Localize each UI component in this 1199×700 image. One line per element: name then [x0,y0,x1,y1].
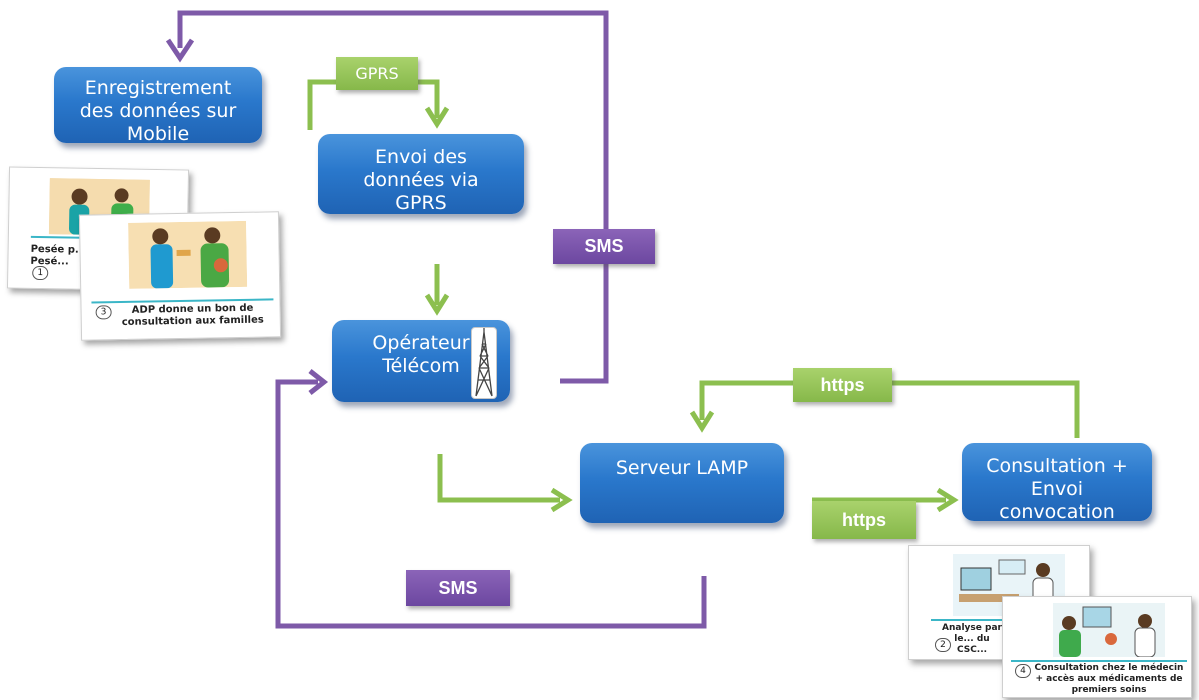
https-bottom-tag: https [812,501,916,539]
sms-top-arrowhead [165,38,195,63]
operator-to-server-arrowhead [550,487,573,513]
illustration-card-consultation: 4 Consultation chez le médecin + accès a… [1002,596,1192,698]
https-top-arrowhead [689,410,715,433]
mobile-entry-label: Enregistrement des données sur Mobile [79,77,237,143]
consultation-box: Consultation + Envoi convocation [962,443,1152,521]
analysis-step-number: 2 [935,638,951,652]
https-top-tag: https [793,368,892,402]
analysis-caption: Analyse par le... du CSC... [942,623,1002,655]
lamp-server-box: Serveur LAMP [580,443,784,523]
voucher-caption: ADP donne un bon de consultation aux fam… [121,302,264,329]
consultation-step-number: 4 [1015,664,1031,678]
voucher-step-number: 3 [95,305,112,320]
sms-top-tag: SMS [553,229,655,264]
sms-bottom-tag: SMS [406,570,510,606]
sms-bottom-arrowhead [308,369,329,395]
consultation-divider [1011,660,1187,662]
lamp-server-label: Serveur LAMP [615,457,749,479]
consultation-label: Consultation + Envoi convocation [986,455,1128,521]
https-bottom-arrowhead [936,487,959,513]
consultation-caption: Consultation chez le médecin + accès aux… [1034,663,1184,695]
envoi-to-operator-arrowhead [424,293,450,316]
gprs-arrowhead [424,106,450,129]
gprs-tag: GPRS [336,57,418,90]
mobile-entry-box: Enregistrement des données sur Mobile [54,67,262,143]
gprs-send-label: Envoi des données via GPRS [363,146,479,214]
sms-bottom-connector [275,379,707,629]
gprs-send-box: Envoi des données via GPRS [318,134,524,214]
weighing-step-number: 1 [32,265,49,281]
operator-label: Opérateur Télécom [372,332,470,377]
consultation-illustration [1053,603,1165,658]
telecom-tower-icon [471,327,497,399]
operator-to-server-connector [437,454,560,503]
voucher-illustration [128,220,248,289]
illustration-card-voucher: 3 ADP donne un bon de consultation aux f… [78,211,282,341]
sms-top-connector [177,10,609,384]
